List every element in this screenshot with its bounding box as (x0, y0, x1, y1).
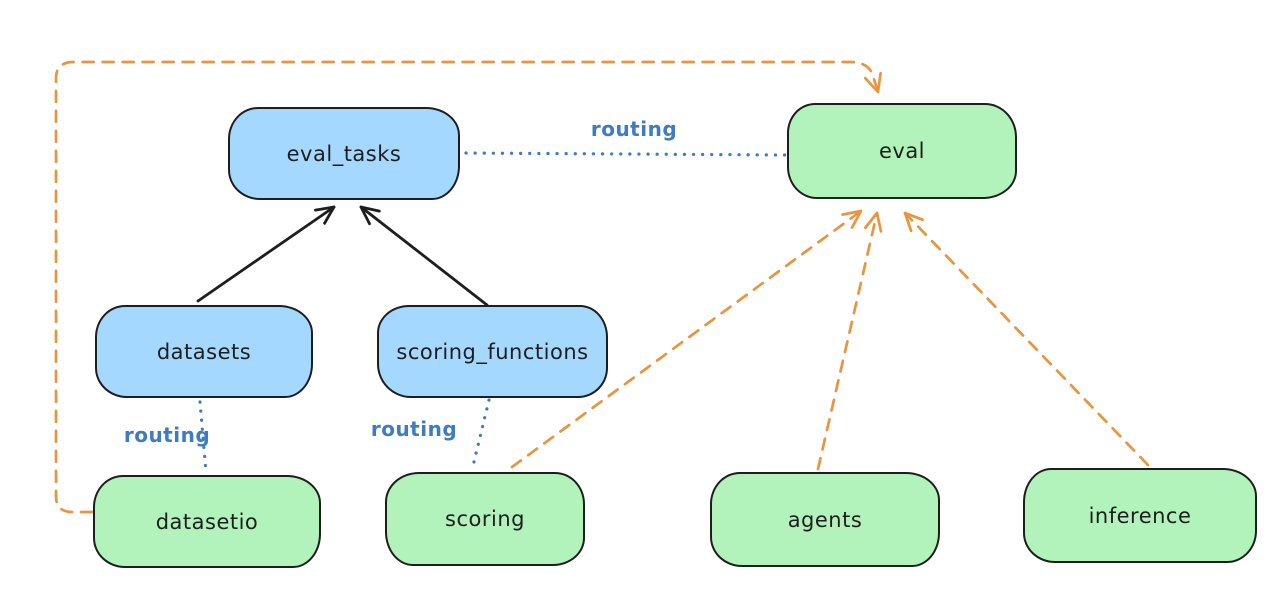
edge-datasetio-to-eval-loop (54, 60, 882, 514)
node-inference-label: inference (1088, 503, 1192, 528)
edge-inference-to-eval (903, 211, 1150, 467)
edge-routing-datasets-to-datasetio (198, 400, 208, 474)
edge-agents-to-eval (816, 211, 883, 471)
node-datasets: datasets (95, 305, 313, 398)
node-eval-label: eval (878, 139, 926, 163)
node-scoring_functions-label: scoring_functions (396, 339, 589, 364)
edge-scoring-to-eval (510, 209, 863, 469)
node-scoring_functions: scoring_functions (377, 305, 608, 398)
node-inference: inference (1023, 468, 1257, 563)
node-eval_tasks-label: eval_tasks (286, 141, 402, 166)
edge-label-routing-eval_tasks-eval: routing (590, 117, 678, 141)
node-agents: agents (710, 472, 940, 567)
edge-routing-eval_tasks-to-eval (464, 151, 787, 157)
edge-routing-scoring_functions-to-scoring (470, 398, 491, 472)
edge-datasets-to-eval_tasks (196, 205, 336, 303)
node-eval: eval (787, 103, 1017, 199)
node-datasetio: datasetio (93, 475, 321, 568)
node-eval_tasks: eval_tasks (228, 107, 460, 200)
node-scoring: scoring (385, 472, 585, 566)
edge-label-routing-datasets-datasetio: routing (123, 423, 211, 447)
edge-label-routing-scoring_functions-scoring: routing (370, 417, 458, 441)
edge-scoring_functions-to-eval_tasks (359, 205, 489, 307)
node-scoring-label: scoring (445, 507, 525, 531)
node-datasetio-label: datasetio (155, 509, 259, 534)
node-agents-label: agents (787, 507, 863, 532)
node-datasets-label: datasets (156, 339, 252, 364)
